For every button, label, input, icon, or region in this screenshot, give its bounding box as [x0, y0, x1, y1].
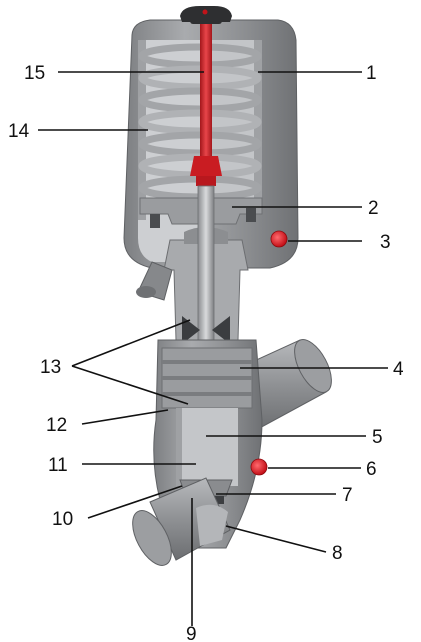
callout-9: 9 [186, 624, 197, 642]
callout-11: 11 [48, 455, 68, 476]
callout-4: 4 [393, 359, 404, 380]
leader-lines [38, 71, 388, 626]
callout-8: 8 [332, 543, 343, 564]
callout-labels: 1 15 14 2 3 13 4 12 5 11 6 7 10 8 9 [8, 63, 404, 642]
callout-6: 6 [366, 459, 377, 480]
leader-10 [87, 485, 183, 519]
inlet-pipe [132, 477, 231, 566]
callout-13: 13 [40, 357, 61, 378]
leader-12 [81, 409, 169, 425]
leader-13a [71, 319, 191, 367]
callout-2: 2 [368, 198, 379, 219]
callout-10: 10 [52, 509, 73, 530]
air-port [136, 261, 173, 301]
marker-dot-6 [250, 458, 268, 476]
callout-5: 5 [372, 427, 383, 448]
callout-14: 14 [8, 121, 30, 142]
callout-1: 1 [366, 63, 377, 84]
callout-3: 3 [380, 232, 391, 253]
indicator-stem [190, 24, 222, 186]
callout-15: 15 [24, 63, 45, 84]
indicator-knob [180, 6, 232, 24]
leader-8 [225, 525, 327, 553]
leader-13b [71, 365, 189, 405]
marker-dot-3 [270, 230, 288, 248]
callout-7: 7 [342, 485, 353, 506]
callout-12: 12 [46, 415, 67, 436]
